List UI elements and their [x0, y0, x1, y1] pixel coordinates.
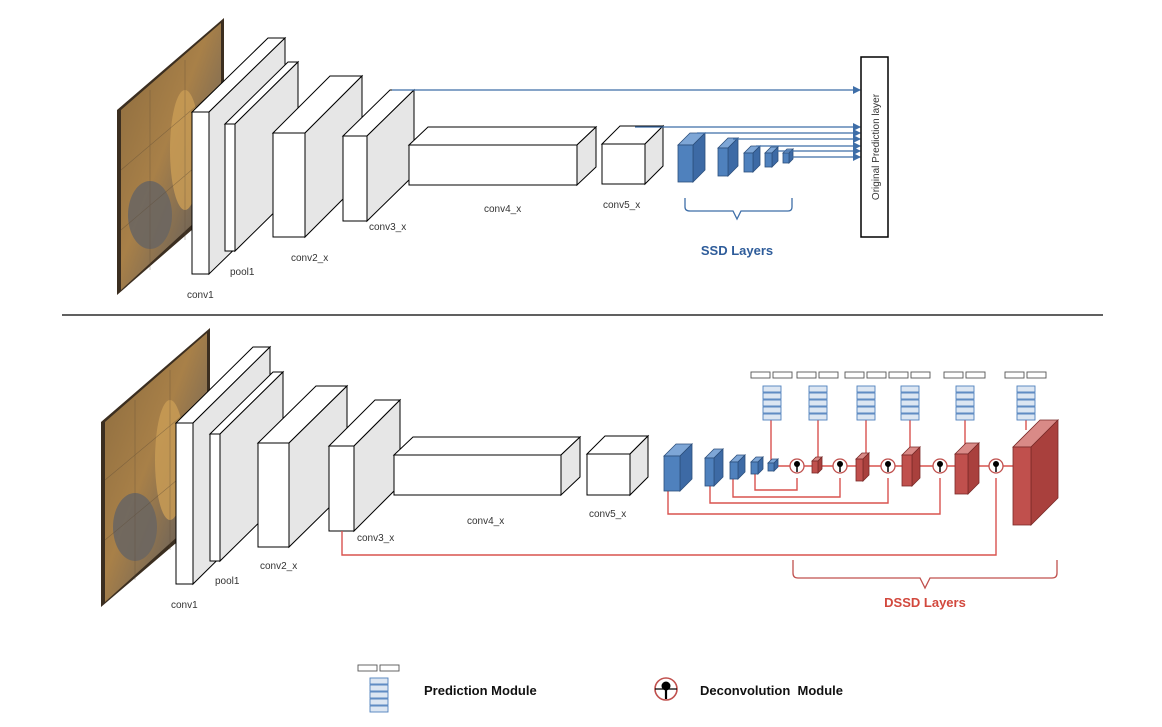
- ssd-layer-1: [677, 132, 706, 183]
- prediction-layer-label: Original Prediction layer: [871, 93, 882, 200]
- conv5-block-bottom: [585, 434, 650, 497]
- prediction-module-icon: [888, 371, 931, 421]
- pool1-label-top: pool1: [230, 267, 255, 278]
- pool1-label-bottom: pool1: [215, 576, 240, 587]
- prediction-module-icon: [750, 371, 793, 421]
- conv4-label-top: conv4_x: [484, 204, 521, 215]
- dssd-blue-layer-2: [704, 448, 724, 487]
- prediction-module-icon: [1004, 371, 1047, 421]
- prediction-module-icon: [844, 371, 887, 421]
- dssd-red-layer-3: [901, 446, 921, 487]
- ssd-layers-title: SSD Layers: [701, 243, 773, 258]
- ssd-layer-2: [717, 137, 739, 177]
- original-prediction-layer: Original Prediction layer: [860, 56, 889, 238]
- legend-deconvolution-module-label: Deconvolution Module: [700, 683, 843, 698]
- dssd-blue-layer-5: [767, 458, 779, 472]
- dssd-red-layer-1: [811, 456, 823, 474]
- dssd-blue-layer-1: [663, 443, 693, 492]
- dssd-network: DSSD Layers conv1 pool1 conv2_x conv3_x …: [101, 328, 1059, 611]
- conv1-label-top: conv1: [187, 290, 214, 301]
- ssd-layers-bracket: [684, 198, 793, 221]
- dssd-layers-title: DSSD Layers: [884, 595, 966, 610]
- conv2-block-top: [271, 74, 364, 239]
- prediction-module-icon: [796, 371, 839, 421]
- conv5-label-bottom: conv5_x: [589, 509, 626, 520]
- conv2-label-bottom: conv2_x: [260, 561, 297, 572]
- conv3-label-top: conv3_x: [369, 222, 406, 233]
- deconvolution-module-icon: [880, 458, 896, 474]
- prediction-modules: [750, 371, 1047, 421]
- conv4-label-bottom: conv4_x: [467, 516, 504, 527]
- legend-prediction-module-icon: [357, 664, 400, 713]
- prediction-module-icon: [943, 371, 986, 421]
- deconvolution-module-icon: [832, 458, 848, 474]
- deconvolution-module-icon: [988, 458, 1004, 474]
- ssd-network: Original Prediction layer SSD Layers con…: [117, 18, 889, 301]
- conv3-block-top: [341, 88, 416, 223]
- conv4-block-bottom: [392, 435, 582, 497]
- legend-prediction-module-label: Prediction Module: [424, 683, 537, 698]
- ssd-extra-layers: [677, 132, 794, 183]
- legend-deconvolution-module-icon: [654, 677, 678, 701]
- dssd-blue-layer-4: [750, 456, 764, 475]
- conv3-block-bottom: [327, 398, 402, 533]
- legend: Prediction Module Deconvolution Module: [357, 664, 843, 713]
- ssd-layer-3: [743, 145, 761, 173]
- dssd-layers-bracket: [792, 560, 1058, 590]
- ssd-prediction-arrows: [392, 86, 861, 161]
- dssd-blue-layer-3: [729, 454, 746, 480]
- dssd-red-layer-4: [954, 442, 980, 495]
- dssd-red-layer-2: [855, 452, 870, 482]
- deconvolution-modules: [789, 458, 1004, 474]
- ssd-layer-4: [764, 146, 779, 168]
- conv2-label-top: conv2_x: [291, 253, 328, 264]
- deconvolution-module-icon: [932, 458, 948, 474]
- conv2-block-bottom: [256, 384, 349, 549]
- conv1-label-bottom: conv1: [171, 600, 198, 611]
- conv4-block-top: [407, 125, 598, 187]
- deconvolution-module-icon: [789, 458, 805, 474]
- dssd-red-layer-5: [1012, 419, 1059, 526]
- conv5-block-top: [600, 124, 665, 186]
- dssd-decoder-layers: [811, 419, 1059, 526]
- conv3-label-bottom: conv3_x: [357, 533, 394, 544]
- conv5-label-top: conv5_x: [603, 200, 640, 211]
- dssd-encoder-layers: [663, 443, 779, 492]
